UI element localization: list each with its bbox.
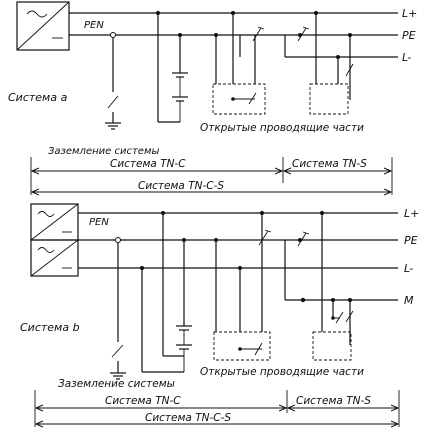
system-b: L+ PE L- M PEN — [20, 203, 419, 427]
label-l-minus-a: L- — [402, 51, 411, 64]
label-m-b: M — [404, 294, 414, 307]
label-l-minus-b: L- — [404, 262, 413, 275]
system-a-tn-s-label: Система TN-S — [292, 158, 367, 170]
source-converter-b-lower — [30, 239, 79, 277]
source-converter-b-upper — [30, 203, 79, 241]
system-a-title: Система a — [8, 91, 68, 104]
load-2-a — [297, 11, 354, 115]
system-b-exposed-parts-label: Открытые проводящие части — [200, 366, 364, 378]
system-b-title: Система b — [20, 321, 80, 334]
system-grounding-a — [105, 32, 121, 130]
system-b-tn-c-label: Система TN-C — [105, 395, 181, 407]
load-1-a — [212, 11, 266, 115]
span-arrows-a — [30, 157, 393, 195]
capacitor-bank-a — [156, 11, 188, 123]
system-b-grounding-label: Заземление системы — [58, 378, 175, 390]
label-l-plus-b: L+ — [404, 207, 419, 220]
label-pe-b: PE — [404, 234, 418, 247]
capacitor-bank-b — [140, 211, 192, 373]
span-arrows-b — [34, 390, 400, 427]
label-pen-b: PEN — [89, 217, 109, 228]
label-l-plus-a: L+ — [402, 7, 417, 20]
system-a-tn-c-label: Система TN-C — [110, 158, 186, 170]
label-pen-a: PEN — [84, 20, 104, 31]
system-grounding-b — [110, 237, 126, 380]
system-a-exposed-parts-label: Открытые проводящие части — [200, 122, 364, 134]
system-b-tn-s-label: Система TN-S — [296, 395, 371, 407]
system-a: L+ PE L- PEN — [8, 1, 417, 195]
system-a-grounding-label: Заземление системы — [48, 146, 159, 157]
system-a-tn-c-s-label: Система TN-C-S — [138, 180, 224, 192]
system-b-tn-c-s-label: Система TN-C-S — [145, 412, 231, 424]
label-pe-a: PE — [402, 29, 416, 42]
load-2-b — [297, 211, 354, 361]
source-converter-a — [16, 1, 70, 51]
load-1-b — [213, 211, 272, 361]
